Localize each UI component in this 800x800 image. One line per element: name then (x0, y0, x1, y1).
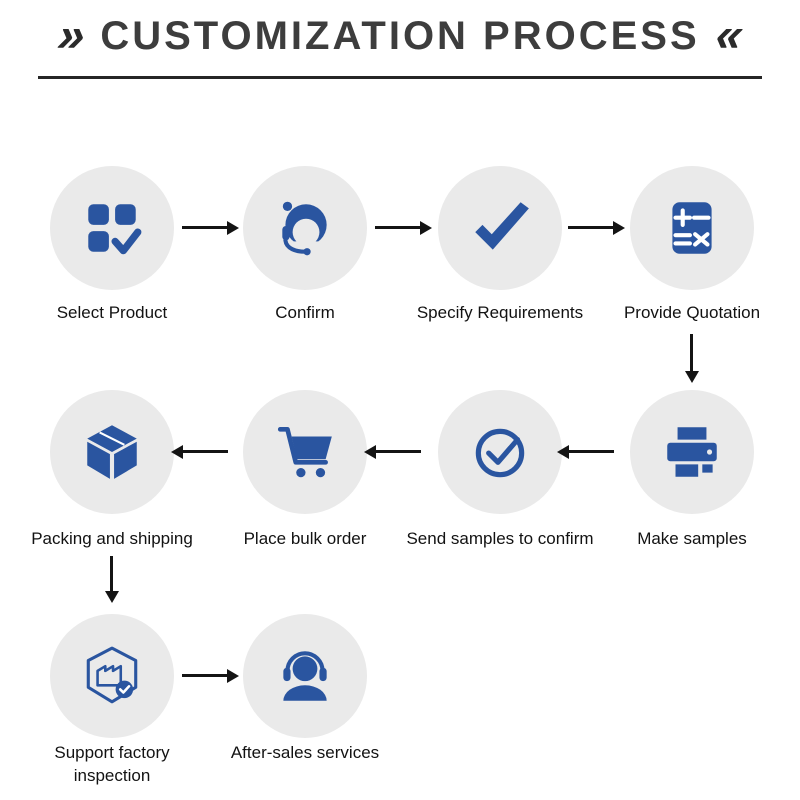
arrow-samples-to-send (557, 444, 614, 459)
arrow-specify-to-quotation (568, 220, 625, 235)
circle-check-icon (475, 428, 525, 478)
step-label-after-sales: After-sales services (230, 743, 380, 762)
calculator-icon (672, 202, 712, 254)
step-circle-factory-inspection (50, 614, 174, 738)
step-label-packing-shipping: Packing and shipping (31, 529, 193, 548)
checkmark-icon (475, 202, 529, 250)
step-label-confirm: Confirm (275, 303, 335, 322)
step-circle-select-product (50, 166, 174, 290)
arrow-order-to-packing (171, 444, 228, 459)
printer-icon (667, 427, 717, 477)
customer-service-icon (282, 201, 327, 256)
step-label-place-bulk-order: Place bulk order (243, 529, 367, 548)
step-label-select-product: Select Product (56, 303, 168, 322)
step-circle-provide-quotation (630, 166, 754, 290)
shopping-cart-icon (277, 426, 332, 478)
arrow-packing-to-inspection (104, 556, 119, 603)
package-box-icon (87, 425, 137, 479)
step-label-send-samples: Send samples to confirm (406, 529, 594, 548)
arrow-inspection-to-aftersales (182, 668, 239, 683)
factory-inspection-icon (86, 646, 138, 704)
product-grid-check-icon (88, 204, 142, 255)
arrow-quotation-to-samples (684, 334, 699, 383)
arrow-select-to-confirm (182, 220, 239, 235)
step-label-make-samples: Make samples (637, 529, 747, 548)
step-circle-specify-requirements (438, 166, 562, 290)
headset-support-icon (283, 651, 327, 701)
right-chevrons-decoration: « (712, 9, 746, 62)
step-circle-confirm (243, 166, 367, 290)
left-chevrons-decoration: » (54, 9, 88, 62)
step-circle-packing-shipping (50, 390, 174, 514)
title-text: CUSTOMIZATION PROCESS (100, 13, 700, 58)
step-circle-make-samples (630, 390, 754, 514)
step-label-factory-inspection: Support factory inspection (54, 743, 170, 785)
arrow-send-to-order (364, 444, 421, 459)
step-label-provide-quotation: Provide Quotation (623, 303, 761, 322)
step-circle-send-samples (438, 390, 562, 514)
step-circle-after-sales (243, 614, 367, 738)
page-title: » CUSTOMIZATION PROCESS « (0, 9, 800, 62)
arrow-confirm-to-specify (375, 220, 432, 235)
title-underline (38, 76, 762, 79)
step-circle-place-bulk-order (243, 390, 367, 514)
step-label-specify-requirements: Specify Requirements (416, 303, 584, 322)
